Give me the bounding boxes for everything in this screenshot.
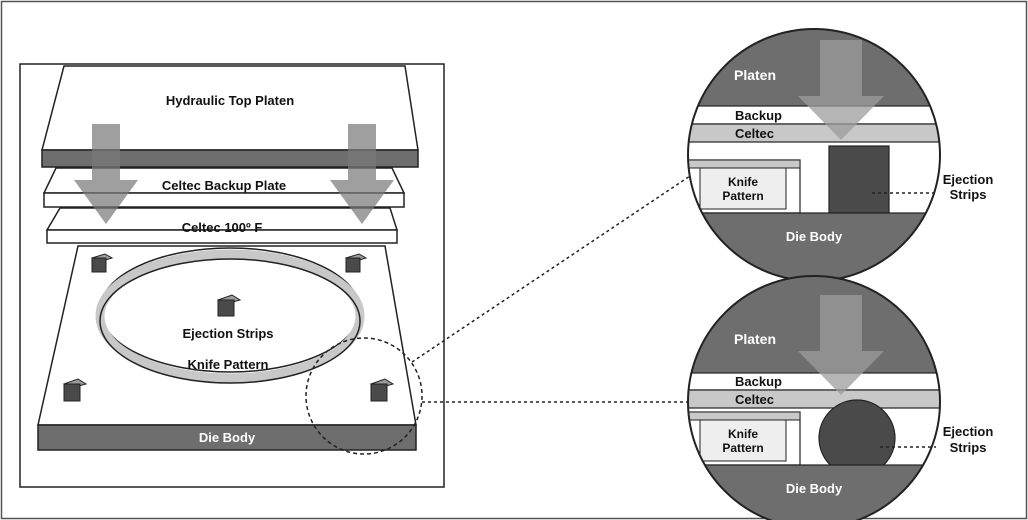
detail-bottom-pressure-arrow-icon: [798, 295, 884, 395]
detail-top-backup-label: Backup: [735, 108, 782, 123]
backup-plate-edge: [43, 192, 405, 208]
callout-circle: [305, 337, 423, 455]
detail-bottom-backup-label: Backup: [735, 374, 782, 389]
ejection-strips-label: Ejection Strips: [182, 326, 273, 341]
detail-bottom-knife-label-2: Pattern: [722, 441, 763, 455]
detail-bottom-celtec-label: Celtec: [735, 392, 774, 407]
ejection-block-center: [216, 294, 242, 317]
ejection-block-back-left: [90, 253, 114, 273]
detail-top: [688, 29, 940, 281]
detail-bottom-strips-label-2: Strips: [950, 440, 987, 455]
ejection-block-back-right: [344, 253, 368, 273]
celtec-plate-label: Celtec 100º F: [182, 220, 263, 235]
ejection-block-front-right: [369, 378, 395, 402]
top-platen-label: Hydraulic Top Platen: [166, 93, 294, 108]
detail-top-celtec: [688, 123, 940, 143]
pressure-arrow-right-icon: [330, 124, 394, 224]
knife-pattern-ring-front: [99, 258, 361, 384]
detail-bottom-backup: [688, 372, 940, 391]
detail-top-platen-label: Platen: [734, 67, 776, 83]
detail-top-ejection-strip: [828, 145, 890, 214]
die-body-bar: [37, 424, 417, 451]
top-platen-edge: [41, 149, 419, 168]
detail-bottom-circle: [687, 275, 941, 520]
detail-top-knife-label-2: Pattern: [722, 189, 763, 203]
detail-top-knife-label-1: Knife: [728, 175, 758, 189]
detail-bottom-platen-label: Platen: [734, 331, 776, 347]
detail-bottom-knife-label-1: Knife: [728, 427, 758, 441]
ejection-block-front-left: [62, 378, 88, 402]
detail-bottom-strips-label-1: Ejection: [943, 424, 994, 439]
knife-pattern-label: Knife Pattern: [188, 357, 269, 372]
detail-bottom-die-body-label: Die Body: [786, 481, 843, 496]
backup-plate-label: Celtec Backup Plate: [162, 178, 286, 193]
leader-line-top: [411, 175, 691, 363]
detail-bottom-celtec: [688, 389, 940, 409]
detail-top-die-body-label: Die Body: [786, 229, 843, 244]
detail-top-strips-label-1: Ejection: [943, 172, 994, 187]
detail-top-die-body: [688, 212, 940, 281]
celtec-plate-edge: [46, 229, 398, 244]
detail-top-celtec-label: Celtec: [735, 126, 774, 141]
detail-top-pressure-arrow-icon: [798, 40, 884, 140]
pressure-arrow-left-icon: [74, 124, 138, 224]
die-body-label: Die Body: [199, 430, 256, 445]
detail-top-strips-label-2: Strips: [950, 187, 987, 202]
